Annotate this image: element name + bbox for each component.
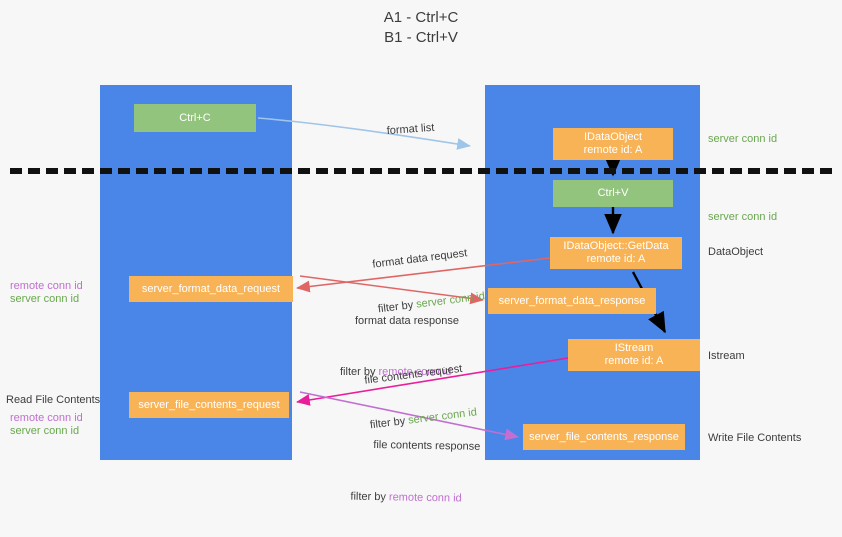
node-server-file-contents-request-label: server_file_contents_request: [138, 398, 280, 411]
node-server-format-data-request-label: server_format_data_request: [141, 282, 281, 295]
arrow-file-contents-response: [299, 391, 519, 441]
node-server-file-contents-request[interactable]: server_file_contents_request: [129, 392, 289, 418]
annotation-remote-conn-id-2: remote conn id: [10, 412, 83, 424]
edge-label-format-data-response: format data response filter by remote co…: [340, 284, 459, 410]
annotation-read-file-contents: Read File Contents: [6, 394, 101, 406]
arrow-file-contents-request: [296, 357, 569, 406]
edge-label-file-contents-response-filter: filter by remote conn id: [350, 490, 479, 507]
node-ctrl-c[interactable]: Ctrl+C: [134, 104, 256, 132]
arrow-format-data-response: [299, 275, 484, 305]
edge-label-format-data-response-text: format data response: [355, 315, 459, 327]
annotation-server-conn-id-mid: server conn id: [708, 211, 778, 223]
annotation-write-file-contents: Write File Contents: [708, 432, 802, 444]
node-ctrl-v-label: Ctrl+V: [597, 187, 629, 199]
annotation-dataobject: DataObject: [708, 246, 764, 258]
edge-label-format-data-response-filter: filter by remote conn id: [340, 365, 459, 380]
diagram-canvas: A1 - Ctrl+C B1 - Ctrl+V A1 remote B1 con…: [6, 9, 832, 505]
phase-divider: [10, 168, 832, 174]
page-title: A1 - Ctrl+C B1 - Ctrl+V: [383, 9, 459, 46]
annotation-remote-conn-id-1: remote conn id: [10, 280, 83, 292]
filter-value-remote-conn-id: remote conn id: [388, 491, 462, 505]
node-server-file-contents-response[interactable]: server_file_contents_response: [523, 424, 685, 450]
annotation-server-conn-id-top: server conn id: [708, 133, 778, 145]
node-ctrl-v[interactable]: Ctrl+V: [553, 180, 673, 207]
connector-layer: [257, 117, 667, 441]
node-get-data-line2: remote id: A: [586, 253, 646, 265]
filter-prefix: filter by: [340, 366, 379, 378]
node-istream-line2: remote id: A: [604, 355, 664, 367]
arrow-format-data-request: [296, 257, 551, 293]
node-server-format-data-request[interactable]: server_format_data_request: [129, 276, 293, 302]
filter-value-remote-conn-id: remote conn id: [378, 366, 452, 378]
edge-label-file-contents-request-text: file contents request: [363, 362, 463, 387]
node-data-object[interactable]: IDataObject remote id: A: [553, 128, 673, 160]
edge-label-file-contents-response: file contents response filter by remote …: [350, 408, 481, 537]
edge-label-format-list-text: format list: [386, 121, 435, 138]
node-data-object-line1: IDataObject: [583, 131, 643, 143]
edge-label-file-contents-response-text: file contents response: [373, 438, 481, 453]
node-get-data[interactable]: IDataObject::GetData remote id: A: [550, 237, 682, 269]
annotation-server-conn-id-2: server conn id: [10, 425, 80, 437]
node-get-data-line1: IDataObject::GetData: [563, 240, 669, 252]
arrow-format-list: [257, 117, 471, 150]
annotation-istream: Istream: [708, 350, 745, 362]
node-data-object-line2: remote id: A: [583, 144, 643, 156]
node-server-file-contents-response-label: server_file_contents_response: [529, 430, 679, 443]
edge-label-format-data-request-text: format data request: [371, 247, 468, 271]
node-ctrl-c-label: Ctrl+C: [179, 111, 211, 124]
filter-prefix: filter by: [350, 490, 390, 504]
node-istream[interactable]: IStream remote id: A: [568, 339, 700, 371]
annotation-server-conn-id-1: server conn id: [10, 293, 80, 305]
node-server-format-data-response[interactable]: server_format_data_response: [488, 288, 656, 314]
node-istream-line1: IStream: [614, 342, 654, 354]
edge-label-format-list: format list: [373, 106, 436, 155]
node-server-format-data-response-label: server_format_data_response: [498, 294, 646, 307]
